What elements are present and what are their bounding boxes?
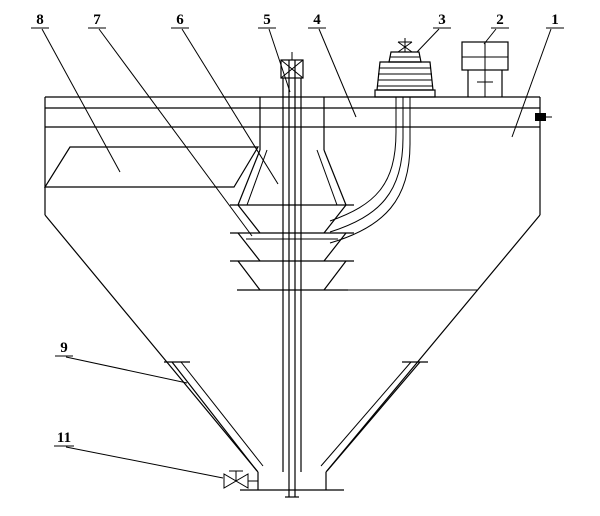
part-label-2: 2 [483,12,509,45]
label-text-6: 6 [176,12,184,28]
filter-media-hatch [43,146,260,188]
label-text-5: 5 [263,12,271,28]
label-text-3: 3 [438,12,446,28]
leader-line-7 [98,28,253,237]
label-text-4: 4 [313,12,321,28]
auxiliary-unit [461,41,509,97]
part-label-4: 4 [308,12,357,118]
leader-line-1 [511,28,552,138]
leader-line-8 [41,28,121,173]
leader-line-6 [181,28,279,185]
label-text-9: 9 [60,340,68,356]
feed-pipe [329,97,411,244]
part-label-7: 7 [88,12,253,237]
leader-line-11 [65,446,224,479]
drive-motor [374,38,436,98]
part-label-3: 3 [416,12,451,53]
part-label-11: 11 [54,430,224,479]
tank-deck-rim [44,96,541,128]
label-text-11: 11 [57,430,71,446]
leader-line-9 [65,356,188,384]
part-label-6: 6 [171,12,279,185]
label-text-8: 8 [36,12,44,28]
part-labels: 8 7 6 5 4 3 2 [31,12,564,479]
tank-body-outline [44,127,541,491]
feedwell-baffle-stack [230,97,354,291]
label-text-7: 7 [93,12,101,28]
bottom-discharge-valve [223,470,258,489]
part-label-1: 1 [511,12,564,138]
leader-line-4 [318,28,357,118]
leader-line-3 [416,28,440,53]
part-label-9: 9 [55,340,188,384]
agitator-shaft [280,52,304,498]
label-text-2: 2 [496,12,504,28]
leader-line-5 [268,28,291,93]
label-text-1: 1 [551,12,559,28]
leader-line-2 [483,28,497,45]
part-label-5: 5 [258,12,291,93]
inner-discharge-cone [164,361,428,472]
rim-nozzle [535,113,552,121]
part-label-8: 8 [31,12,121,173]
